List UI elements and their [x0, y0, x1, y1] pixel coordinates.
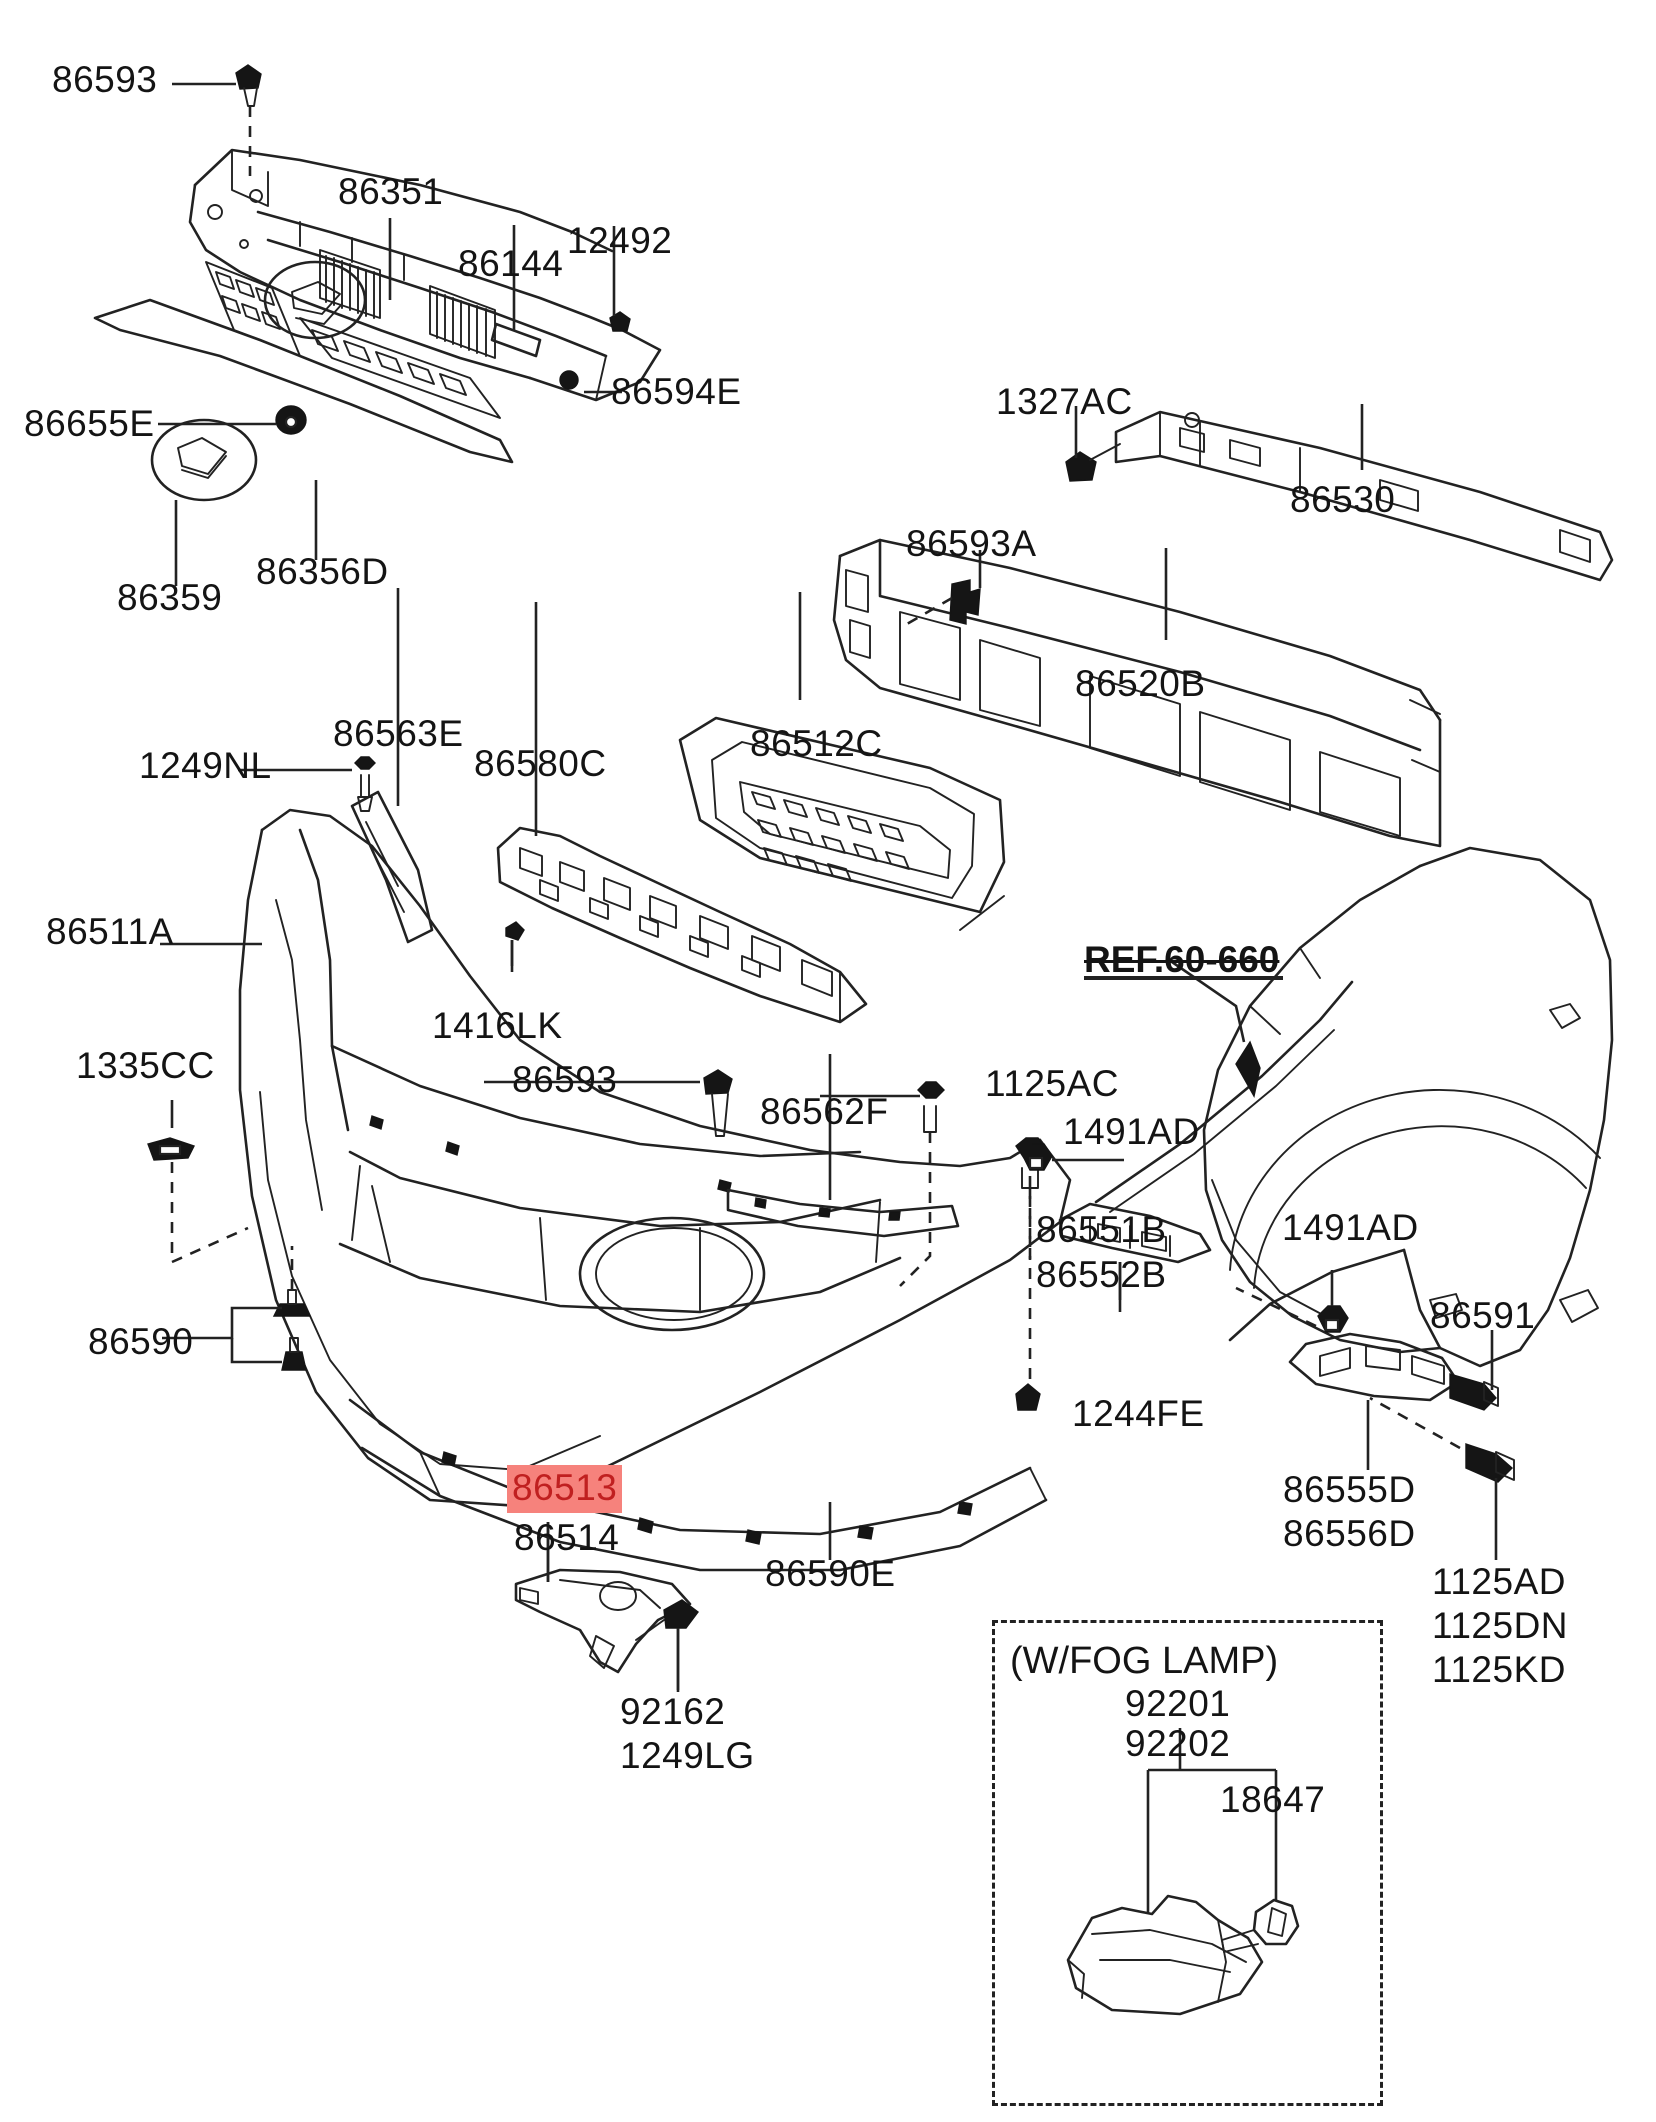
label-1249NL[interactable]: 1249NL [139, 745, 272, 786]
leader-lines [158, 82, 1364, 1690]
label-18647[interactable]: 18647 [1220, 1779, 1326, 1820]
label-86512C[interactable]: 86512C [750, 723, 883, 764]
label-1249LG[interactable]: 1249LG [620, 1735, 755, 1776]
label-92202[interactable]: 92202 [1125, 1723, 1231, 1764]
label-86520B[interactable]: 86520B [1075, 663, 1206, 704]
bumper-cover-art [147, 808, 1072, 1572]
label-86593-mid[interactable]: 86593 [512, 1059, 618, 1100]
label-ref-60-660[interactable]: REF.60-660 [1084, 939, 1284, 980]
label-86514[interactable]: 86514 [514, 1517, 620, 1558]
label-86511A[interactable]: 86511A [46, 911, 174, 952]
label-1125AC[interactable]: 1125AC [985, 1063, 1119, 1104]
label-1491AD-top[interactable]: 1491AD [1063, 1111, 1200, 1152]
label-86144[interactable]: 86144 [458, 243, 564, 284]
label-86593-top[interactable]: 86593 [52, 59, 158, 100]
label-fog-lamp-box-title: (W/FOG LAMP) [1010, 1640, 1279, 1682]
label-1125DN[interactable]: 1125DN [1432, 1605, 1569, 1646]
label-86591[interactable]: 86591 [1430, 1295, 1536, 1336]
label-1125KD[interactable]: 1125KD [1432, 1649, 1566, 1690]
label-86552B[interactable]: 86552B [1036, 1254, 1167, 1295]
label-86563E[interactable]: 86563E [333, 713, 464, 754]
label-86655E[interactable]: 86655E [24, 403, 155, 444]
label-86513-highlighted[interactable]: 86513 [507, 1465, 623, 1513]
label-86580C[interactable]: 86580C [474, 743, 607, 784]
label-86551B[interactable]: 86551B [1036, 1209, 1167, 1250]
label-1244FE[interactable]: 1244FE [1072, 1393, 1205, 1434]
fog-lamp-option-box [992, 1620, 1383, 2106]
label-86359[interactable]: 86359 [117, 577, 223, 618]
label-86594E[interactable]: 86594E [611, 371, 742, 412]
label-92162[interactable]: 92162 [620, 1691, 726, 1732]
label-1416LK[interactable]: 1416LK [432, 1005, 563, 1046]
label-86555D[interactable]: 86555D [1283, 1469, 1416, 1510]
label-86530[interactable]: 86530 [1290, 479, 1396, 520]
label-86593A[interactable]: 86593A [906, 523, 1037, 564]
label-92201[interactable]: 92201 [1125, 1683, 1231, 1724]
label-1335CC[interactable]: 1335CC [76, 1045, 215, 1086]
label-86590E[interactable]: 86590E [765, 1553, 896, 1594]
label-86356D[interactable]: 86356D [256, 551, 389, 592]
label-1125AD[interactable]: 1125AD [1432, 1561, 1566, 1602]
grille-assembly-art [93, 64, 662, 502]
label-86562F[interactable]: 86562F [760, 1091, 889, 1132]
label-1491AD-bot[interactable]: 1491AD [1282, 1207, 1419, 1248]
label-86556D[interactable]: 86556D [1283, 1513, 1416, 1554]
upper-stiffener-art [350, 756, 868, 1024]
label-86590[interactable]: 86590 [88, 1321, 194, 1362]
label-86351[interactable]: 86351 [338, 171, 444, 212]
label-12492[interactable]: 12492 [567, 220, 673, 261]
label-1327AC[interactable]: 1327AC [996, 381, 1133, 422]
